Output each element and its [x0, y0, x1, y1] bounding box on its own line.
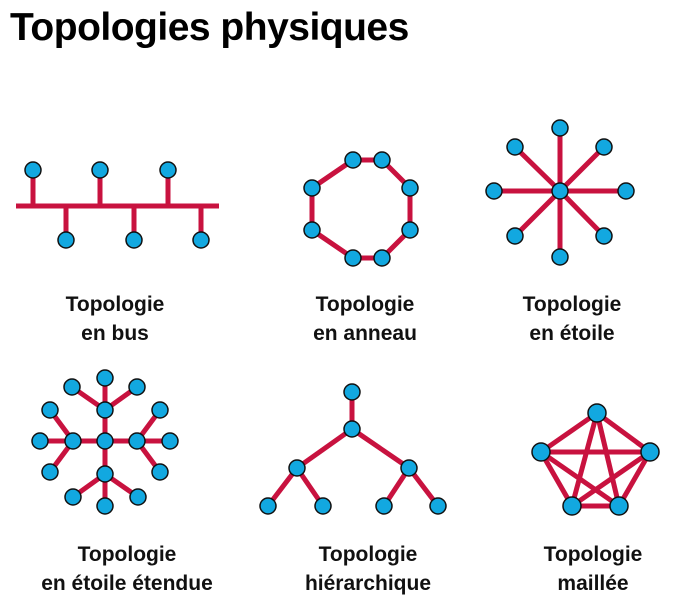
tree-link	[295, 426, 354, 471]
label-hierarchical-line2: hiérarchique	[304, 572, 432, 595]
label-extended-star-line1: Topologie	[77, 543, 177, 566]
label-bus-line2: en bus	[81, 322, 149, 345]
tree-link	[350, 426, 411, 471]
mesh-link	[595, 410, 652, 455]
mesh-link	[570, 449, 652, 509]
mesh-node	[587, 403, 607, 423]
extended-star-node	[128, 432, 146, 450]
mesh-link	[539, 410, 599, 455]
star-node	[506, 227, 524, 245]
label-bus-line1: Topologie	[65, 293, 165, 316]
tree-node	[314, 497, 332, 515]
label-star-line2: en étoile	[529, 322, 615, 345]
label-mesh-line2: maillée	[557, 572, 629, 595]
mesh-link	[616, 450, 653, 508]
extended-star-node	[129, 488, 147, 506]
extended-star-node	[151, 463, 169, 481]
extended-star-node	[31, 432, 49, 450]
extended-star-node	[151, 401, 169, 419]
extended-star-hub-node	[96, 432, 114, 450]
star-node	[506, 138, 524, 156]
label-extended-star-line2: en étoile étendue	[41, 572, 213, 595]
ring-node	[401, 221, 419, 239]
mesh-node	[640, 442, 660, 462]
bus-node	[91, 161, 109, 179]
label-hierarchical: Topologie hiérarchique	[263, 540, 473, 598]
extended-star-node	[64, 488, 82, 506]
nodes-layer	[24, 119, 660, 516]
label-extended-star: Topologie en étoile étendue	[17, 540, 237, 598]
star-node	[595, 138, 613, 156]
extended-star-node	[96, 401, 114, 419]
page-title: Topologies physiques	[10, 6, 409, 49]
tree-node	[259, 497, 277, 515]
star-node	[595, 227, 613, 245]
ring-node	[373, 249, 391, 267]
label-ring: Topologie en anneau	[260, 290, 470, 348]
mesh-link	[569, 412, 600, 507]
tree-node	[343, 383, 361, 401]
extended-star-node	[41, 401, 59, 419]
extended-star-node	[96, 497, 114, 515]
label-mesh: Topologie maillée	[488, 540, 682, 598]
label-hierarchical-line1: Topologie	[318, 543, 418, 566]
label-star-line1: Topologie	[522, 293, 622, 316]
ring-node	[303, 179, 321, 197]
ring-node	[344, 249, 362, 267]
tree-node	[429, 497, 447, 515]
star-hub-node	[551, 182, 569, 200]
mesh-node	[562, 496, 582, 516]
tree-node	[288, 459, 306, 477]
extended-star-node	[128, 378, 146, 396]
star-link	[558, 145, 606, 193]
ring-node	[344, 151, 362, 169]
mesh-link	[594, 412, 622, 507]
ring-node	[303, 221, 321, 239]
tree-node	[375, 497, 393, 515]
bus-node	[57, 231, 75, 249]
star-link	[513, 189, 562, 238]
star-link	[558, 189, 606, 238]
label-mesh-line1: Topologie	[543, 543, 643, 566]
label-star: Topologie en étoile	[467, 290, 677, 348]
ring-node	[373, 151, 391, 169]
label-ring-line1: Topologie	[315, 293, 415, 316]
tree-node	[343, 420, 361, 438]
extended-star-node	[96, 465, 114, 483]
tree-node	[400, 459, 418, 477]
label-bus: Topologie en bus	[10, 290, 220, 348]
star-node	[617, 182, 635, 200]
label-ring-line2: en anneau	[313, 322, 417, 345]
extended-star-node	[161, 432, 179, 450]
extended-star-node	[63, 378, 81, 396]
extended-star-node	[64, 432, 82, 450]
extended-star-node	[96, 369, 114, 387]
extended-star-node	[41, 463, 59, 481]
star-node	[551, 119, 569, 137]
bus-node	[192, 231, 210, 249]
bus-node	[159, 161, 177, 179]
mesh-link	[538, 450, 575, 508]
star-node	[485, 182, 503, 200]
mesh-node	[609, 496, 629, 516]
star-node	[551, 248, 569, 266]
bus-node	[24, 161, 42, 179]
mesh-link	[539, 449, 621, 509]
star-link	[513, 145, 562, 193]
mesh-node	[531, 442, 551, 462]
bus-node	[125, 231, 143, 249]
ring-node	[401, 179, 419, 197]
